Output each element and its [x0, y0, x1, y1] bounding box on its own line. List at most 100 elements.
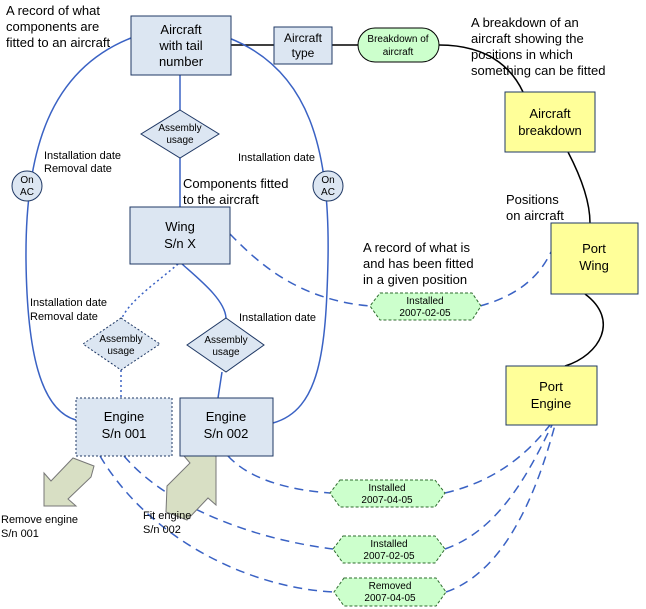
note-installation-wing: Installation date: [239, 312, 316, 324]
port-engine-line2: Engine: [531, 396, 571, 411]
record-lines: [99, 233, 556, 593]
aircraft-breakdown-box: Aircraft breakdown: [504, 91, 596, 153]
installed-portwing-line: [479, 251, 552, 307]
wing-to-assembly-right-line: [181, 263, 227, 319]
wing-installed-line: [229, 233, 371, 307]
onac-right-arc: [228, 37, 329, 424]
port-wing-line2: Wing: [579, 258, 609, 273]
aircraft-box: Aircraft with tail number: [130, 15, 232, 76]
assembly-usage-left-diamond: Assembly usage: [82, 317, 161, 371]
assembly-left-line1: Assembly: [99, 334, 142, 345]
breakdown-pill: Breakdown of aircraft: [357, 27, 440, 63]
aircraft-box-line1: Aircraft: [160, 22, 202, 37]
on-ac-left-line1: On: [20, 175, 33, 186]
svg-text:Installation date: Installation date: [30, 297, 107, 309]
aircraft-type-line2: type: [292, 46, 315, 60]
engine1-removed-line: [99, 455, 335, 593]
on-ac-right-line1: On: [321, 175, 334, 186]
assembly-top-line1: Assembly: [158, 123, 201, 134]
port-engine-box: Port Engine: [505, 365, 598, 426]
engine-002-line2: S/n 002: [204, 426, 249, 441]
note-components-fitted: Components fitted to the aircraft: [183, 176, 289, 207]
svg-text:Removal date: Removal date: [44, 163, 112, 175]
wing-box-line2: S/n X: [164, 236, 196, 251]
note-positions: Positions on aircraft: [506, 192, 564, 223]
assembly-usage-right-diamond: Assembly usage: [186, 317, 265, 373]
breakdown-pill-line1: Breakdown of: [367, 34, 428, 45]
svg-text:components are: components are: [6, 19, 99, 34]
pill-to-breakdown-curve: [438, 44, 524, 93]
on-ac-left-line2: AC: [20, 187, 34, 198]
breakdown-pill-line2: aircraft: [383, 47, 414, 58]
note-breakdown-desc: A breakdown of an aircraft showing the p…: [471, 15, 605, 78]
svg-text:and has been fitted: and has been fitted: [363, 256, 474, 271]
engine-002-box: Engine S/n 002: [179, 397, 274, 457]
note-installation-right: Installation date: [238, 152, 315, 164]
connectors: [25, 37, 605, 424]
aircraft-breakdown-line2: breakdown: [518, 123, 582, 138]
installed-portengine-line-2: [444, 424, 553, 550]
note-record-fitted: A record of what is and has been fitted …: [363, 240, 474, 287]
svg-text:Installation date: Installation date: [44, 150, 121, 162]
onac-left-arc: [25, 37, 132, 421]
assembly-right-line2: usage: [212, 347, 240, 358]
installed-portengine-line-1: [444, 424, 551, 494]
on-ac-left-circle: On AC: [11, 170, 43, 202]
svg-text:S/n 001: S/n 001: [1, 528, 39, 540]
note-install-removal-left: Installation date Removal date: [44, 150, 121, 175]
svg-text:Components fitted: Components fitted: [183, 176, 289, 191]
engine2-installed-line: [227, 455, 331, 494]
svg-text:A record of what is: A record of what is: [363, 240, 470, 255]
portwing-to-portengine-curve: [564, 293, 605, 367]
assembly-usage-top-diamond: Assembly usage: [140, 109, 220, 159]
installed-engine1-hex: Installed 2007-02-05: [332, 535, 446, 564]
assembly-left-line2: usage: [107, 346, 135, 357]
assembly-right-to-engine2-line: [217, 371, 223, 399]
engine-001-box: Engine S/n 001: [75, 397, 173, 457]
svg-text:in a given position: in a given position: [363, 272, 467, 287]
svg-text:to the aircraft: to the aircraft: [183, 192, 259, 207]
on-ac-right-circle: On AC: [312, 170, 344, 202]
wing-to-assembly-left-line: [121, 263, 179, 319]
svg-text:S/n 002: S/n 002: [143, 524, 181, 536]
aircraft-type-box: Aircraft type: [273, 26, 333, 65]
installed-wing-line2: 2007-02-05: [399, 308, 451, 319]
svg-text:positions in which: positions in which: [471, 47, 573, 62]
installed-e2-line2: 2007-04-05: [361, 495, 413, 506]
aircraft-breakdown-line1: Aircraft: [529, 106, 571, 121]
assembly-right-line1: Assembly: [204, 335, 247, 346]
svg-text:Installation date: Installation date: [238, 152, 315, 164]
removed-engine1-hex: Removed 2007-04-05: [333, 577, 447, 607]
note-record-components: A record of what components are fitted t…: [6, 3, 110, 50]
assembly-top-line2: usage: [166, 135, 194, 146]
engine-001-line1: Engine: [104, 409, 144, 424]
svg-text:on aircraft: on aircraft: [506, 208, 564, 223]
installed-e1-line2: 2007-02-05: [363, 551, 415, 562]
svg-text:aircraft showing the: aircraft showing the: [471, 31, 584, 46]
wing-box: Wing S/n X: [129, 206, 231, 265]
engine-001-line2: S/n 001: [102, 426, 147, 441]
port-wing-line1: Port: [582, 241, 606, 256]
installed-e1-line1: Installed: [370, 539, 407, 550]
removed-e1-line2: 2007-04-05: [364, 593, 416, 604]
on-ac-right-line2: AC: [321, 187, 335, 198]
remove-engine-arrow: [43, 457, 95, 507]
engine-002-line1: Engine: [206, 409, 246, 424]
svg-text:fitted to an aircraft: fitted to an aircraft: [6, 35, 110, 50]
svg-text:Fit engine: Fit engine: [143, 510, 191, 522]
svg-text:A record of what: A record of what: [6, 3, 100, 18]
note-install-removal-wing: Installation date Removal date: [30, 297, 107, 323]
svg-text:Remove engine: Remove engine: [1, 514, 78, 526]
aircraft-box-line2: with tail: [158, 38, 202, 53]
svg-text:something can be fitted: something can be fitted: [471, 63, 605, 78]
aircraft-box-line3: number: [159, 54, 204, 69]
removed-e1-line1: Removed: [369, 581, 412, 592]
installed-wing-hex: Installed 2007-02-05: [369, 292, 482, 321]
svg-text:Installation date: Installation date: [239, 312, 316, 324]
breakdown-to-portwing-curve: [567, 151, 591, 224]
svg-text:Removal date: Removal date: [30, 311, 98, 323]
installed-engine2-hex: Installed 2007-04-05: [329, 479, 446, 508]
aircraft-type-line1: Aircraft: [284, 31, 323, 45]
wing-box-line1: Wing: [165, 219, 195, 234]
